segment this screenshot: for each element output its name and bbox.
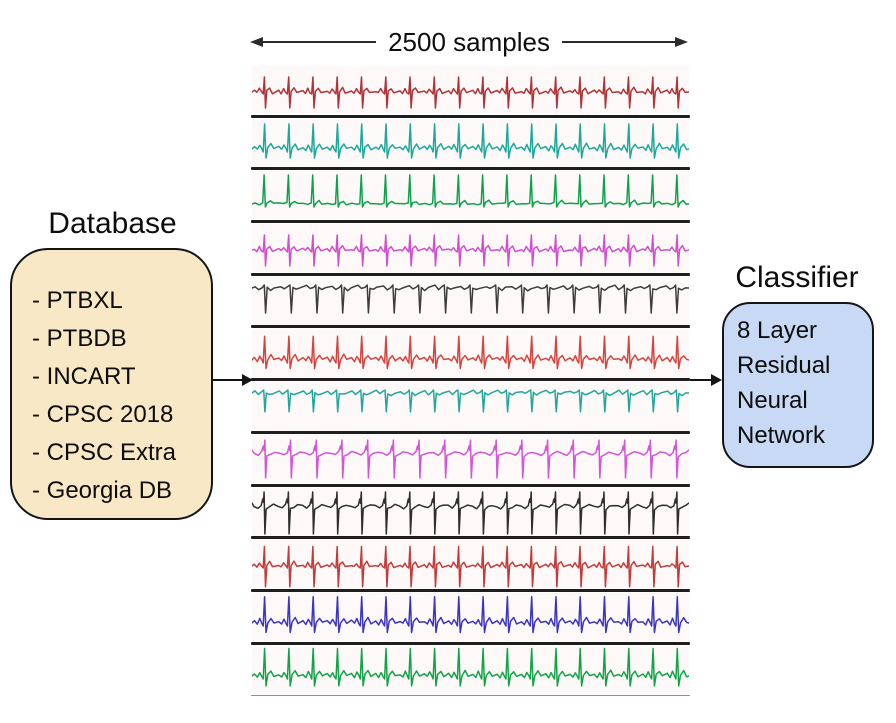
database-item: - Georgia DB — [32, 477, 173, 504]
ecg-trace-9 — [251, 487, 690, 540]
ecg-trace-1 — [251, 66, 690, 118]
database-item: - PTBXL — [32, 287, 123, 314]
ecg-trace-5 — [251, 276, 690, 329]
ecg-waveform — [252, 171, 689, 220]
arrow-ecg-to-classifier — [690, 374, 722, 386]
arrow-database-to-ecg — [213, 374, 253, 386]
ecg-trace-8 — [251, 434, 690, 487]
ecg-strip — [251, 66, 690, 701]
ecg-trace-11 — [251, 593, 690, 645]
arrow-shaft — [690, 379, 712, 381]
ecg-waveform — [252, 487, 689, 536]
database-item: - CPSC 2018 — [32, 401, 174, 428]
ecg-waveform — [252, 645, 689, 694]
arrow-right-icon — [675, 37, 689, 47]
ecg-trace-10 — [251, 540, 690, 592]
ecg-separator-line — [251, 483, 690, 487]
ecg-waveform — [252, 540, 689, 589]
classifier-label: 8 Layer Residual Neural Network — [737, 317, 831, 449]
database-item: - INCART — [32, 363, 136, 390]
ecg-separator-line — [251, 641, 690, 645]
ecg-waveform — [252, 276, 689, 325]
ecg-separator-line — [251, 114, 690, 118]
ecg-waveform — [252, 66, 689, 114]
ecg-separator-line — [251, 220, 690, 224]
arrow-shaft — [213, 379, 243, 381]
arrow-head-icon — [711, 374, 722, 386]
arrow-head-icon — [242, 374, 253, 386]
ecg-separator-line — [251, 588, 690, 592]
ecg-separator-line — [251, 378, 690, 382]
ecg-separator-line — [251, 272, 690, 276]
ecg-trace-7 — [251, 382, 690, 434]
database-title: Database — [48, 207, 177, 240]
ecg-waveform — [252, 329, 689, 378]
ecg-separator-line — [251, 167, 690, 171]
ecg-waveform — [252, 382, 689, 431]
ecg-waveform — [252, 593, 689, 641]
ecg-separator-line — [251, 325, 690, 329]
ecg-trace-3 — [251, 171, 690, 224]
ecg-separator-line — [251, 430, 690, 434]
ecg-separator-line — [251, 695, 690, 697]
arrow-line — [263, 41, 377, 43]
database-item: - PTBDB — [32, 325, 127, 352]
samples-span-arrow: 2500 samples — [250, 27, 689, 57]
ecg-trace-6 — [251, 329, 690, 382]
database-box: - PTBXL - PTBDB - INCART - CPSC 2018 - C… — [10, 248, 213, 520]
samples-label: 2500 samples — [388, 27, 550, 57]
ecg-trace-12 — [251, 645, 690, 698]
ecg-waveform — [252, 434, 689, 483]
classifier-box: 8 Layer Residual Neural Network — [722, 302, 874, 468]
arrow-left-icon — [250, 37, 263, 47]
database-list: - PTBXL - PTBDB - INCART - CPSC 2018 - C… — [32, 282, 205, 510]
classifier-title: Classifier — [735, 261, 859, 294]
ecg-waveform — [252, 118, 689, 167]
ecg-trace-2 — [251, 118, 690, 171]
ecg-separator-line — [251, 536, 690, 540]
ecg-trace-4 — [251, 224, 690, 276]
ecg-waveform — [252, 224, 689, 273]
arrow-line — [561, 41, 676, 43]
database-item: - CPSC Extra — [32, 439, 177, 466]
